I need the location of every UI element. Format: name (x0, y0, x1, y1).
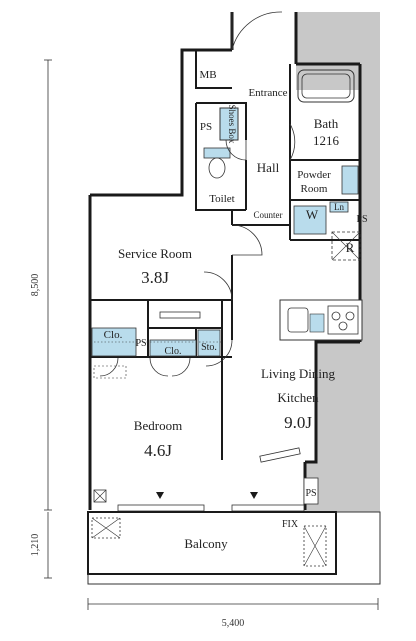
label-living-2: Kitchen (277, 390, 319, 405)
arrow-bedroom (156, 492, 164, 499)
label-powder-2: Room (301, 183, 328, 195)
label-entrance: Entrance (248, 87, 287, 99)
balcony-fix-box (303, 525, 327, 567)
bathtub-inner (301, 73, 351, 99)
label-powder-1: Powder (297, 169, 331, 181)
label-ps-upper: PS (200, 121, 212, 133)
label-clo-left: Clo. (104, 329, 123, 341)
label-hall: Hall (257, 160, 280, 175)
interior-walls (90, 50, 360, 460)
label-refrigerator: R (346, 240, 355, 255)
label-fix: FIX (282, 519, 299, 530)
label-clo-mid: Clo. (165, 346, 182, 357)
dim-height-balcony: 1,210 (30, 534, 41, 557)
dim-height-main: 8,500 (30, 274, 41, 297)
kitchen-blue (309, 313, 325, 333)
toilet-tank (203, 147, 231, 159)
label-mb: MB (199, 69, 216, 81)
powder-sink (341, 165, 359, 195)
label-living-1: Living Dining (261, 366, 336, 381)
label-toilet: Toilet (209, 193, 235, 205)
label-ps-right: PS (356, 214, 367, 225)
label-balcony: Balcony (184, 536, 228, 551)
stove (327, 305, 359, 335)
label-service-room: Service Room (118, 246, 192, 261)
label-shoes-box: Shoes Box (227, 105, 237, 144)
label-w: W (306, 207, 319, 222)
label-ps-mid: PS (135, 338, 146, 349)
refrigerator-cross (331, 231, 361, 261)
kitchen-sink (287, 307, 309, 333)
balcony-fix-cross (303, 525, 327, 567)
balcony-ac-cross (91, 517, 121, 539)
bedroom-dashed (93, 365, 127, 379)
balcony-ac-unit (91, 517, 121, 539)
window-bedroom (117, 504, 205, 512)
burner-2 (345, 311, 355, 321)
arrow-living (250, 492, 258, 499)
window-living (231, 504, 305, 512)
burner-1 (331, 311, 341, 321)
washer-pan (293, 205, 327, 235)
label-service-room-size: 3.8J (141, 268, 169, 287)
balcony-outer-right (87, 511, 381, 585)
counter-line (259, 447, 301, 463)
label-ln: Ln (334, 202, 344, 212)
label-ps-lower: PS (305, 488, 316, 499)
label-bedroom: Bedroom (134, 418, 182, 433)
shoes-box (219, 107, 239, 141)
label-bath: Bath (314, 116, 339, 131)
toilet-bowl (208, 157, 226, 179)
bathtub (297, 69, 355, 103)
linen-box (329, 201, 349, 213)
storage (197, 329, 221, 357)
label-bath-size: 1216 (313, 133, 340, 148)
dim-width: 5,400 (222, 618, 245, 629)
label-sto: Sto. (201, 342, 217, 353)
refrigerator-space (331, 231, 361, 261)
closet-left (91, 327, 137, 357)
vent-cross (93, 489, 107, 503)
dimension-lines (44, 59, 379, 610)
label-bedroom-size: 4.6J (144, 441, 172, 460)
ps-lower-box (303, 477, 319, 505)
shelf-line (159, 311, 201, 319)
balcony-outline (87, 511, 337, 575)
closet-mid (149, 339, 197, 357)
interior-floor (90, 12, 360, 510)
burner-3 (338, 321, 348, 331)
label-counter: Counter (254, 210, 283, 220)
label-living-size: 9.0J (284, 413, 312, 432)
